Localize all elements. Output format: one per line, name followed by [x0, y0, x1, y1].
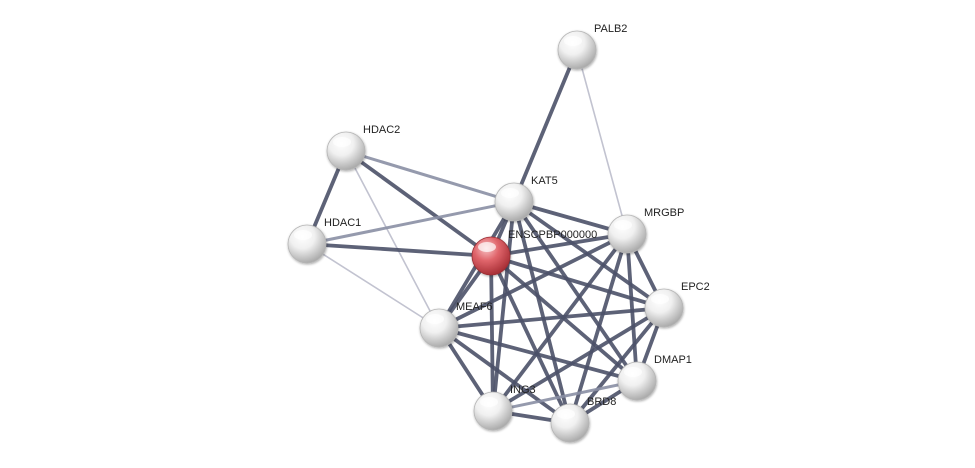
edge-kat5-dmap1: [512, 200, 639, 383]
edge-enscpbp000000-mrgbp: [489, 232, 629, 258]
node-highlight: [426, 314, 444, 324]
node-kat5[interactable]: KAT5: [494, 175, 558, 222]
node-label-hdac2: HDAC2: [363, 124, 400, 136]
edge-hdac1-enscpbp000000: [305, 242, 493, 258]
edge-epc2-brd8: [568, 306, 666, 425]
node-label-brd8: BRD8: [587, 396, 616, 408]
edge-hdac1-kat5: [305, 200, 516, 246]
node-label-kat5: KAT5: [531, 175, 558, 187]
edge-hdac2-enscpbp000000: [344, 149, 493, 258]
node-hdac2[interactable]: HDAC2: [326, 124, 400, 171]
edge-kat5-mrgbp: [512, 200, 629, 236]
node-enscpbp000000[interactable]: ENSCPBP000000: [471, 229, 597, 276]
edge-meaf6-dmap1: [437, 326, 639, 383]
node-dmap1[interactable]: DMAP1: [617, 354, 692, 401]
node-label-mrgbp: MRGBP: [644, 207, 684, 219]
node-label-enscpbp000000: ENSCPBP000000: [508, 229, 597, 241]
node-label-meaf6: MEAF6: [456, 301, 493, 313]
node-palb2[interactable]: PALB2: [557, 23, 627, 70]
node-highlight: [651, 294, 669, 304]
node-meaf6[interactable]: MEAF6: [419, 301, 493, 348]
edge-enscpbp000000-epc2: [489, 254, 666, 310]
node-label-palb2: PALB2: [594, 23, 627, 35]
node-hdac1[interactable]: HDAC1: [287, 217, 361, 264]
node-label-epc2: EPC2: [681, 281, 710, 293]
edge-epc2-ing3: [491, 306, 666, 413]
node-label-hdac1: HDAC1: [324, 217, 361, 229]
node-highlight: [478, 242, 496, 252]
node-highlight: [624, 367, 642, 377]
node-mrgbp[interactable]: MRGBP: [607, 207, 684, 254]
node-highlight: [333, 137, 351, 147]
edge-enscpbp000000-ing3: [489, 254, 495, 413]
node-highlight: [501, 188, 519, 198]
node-highlight: [294, 230, 312, 240]
node-brd8[interactable]: BRD8: [550, 396, 616, 443]
node-highlight: [480, 397, 498, 407]
edge-dmap1-ing3: [491, 379, 639, 413]
node-highlight: [614, 220, 632, 230]
node-epc2[interactable]: EPC2: [644, 281, 710, 328]
node-highlight: [564, 36, 582, 46]
edge-mrgbp-meaf6: [437, 232, 629, 330]
edge-palb2-kat5: [512, 48, 579, 204]
edge-mrgbp-dmap1: [625, 232, 639, 383]
node-label-ing3: ING3: [510, 384, 536, 396]
node-highlight: [557, 409, 575, 419]
edge-kat5-brd8: [512, 200, 572, 425]
edge-palb2-mrgbp: [576, 49, 628, 235]
node-label-dmap1: DMAP1: [654, 354, 692, 366]
edge-hdac2-meaf6: [345, 150, 440, 329]
edge-kat5-ing3: [491, 200, 516, 413]
edge-hdac1-meaf6: [306, 243, 440, 329]
node-ing3[interactable]: ING3: [473, 384, 536, 431]
edge-hdac2-kat5: [344, 149, 516, 204]
edge-enscpbp000000-brd8: [489, 254, 572, 425]
edge-meaf6-brd8: [437, 326, 572, 425]
edge-epc2-meaf6: [437, 306, 666, 330]
